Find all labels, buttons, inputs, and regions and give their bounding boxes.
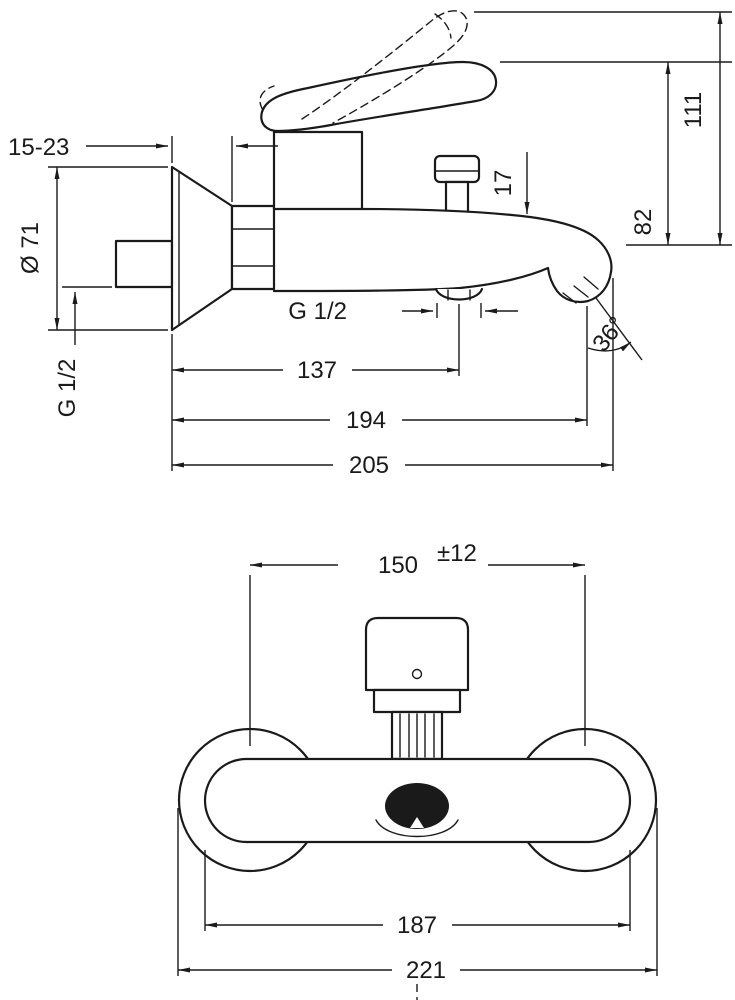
- faucet-front-outline: [177, 616, 658, 873]
- diverter-cap: [433, 154, 481, 184]
- hose-outlet-lines: [447, 289, 471, 301]
- dim-label-194: 194: [346, 407, 386, 434]
- union-nut-facets: [231, 228, 275, 267]
- dim-label-wall-depth: 15-23: [8, 134, 69, 161]
- dim-137: 137: [172, 304, 460, 384]
- side-view: 15-23 Ø 71 G 1/2 17: [8, 10, 732, 479]
- aerator-front: [385, 783, 449, 829]
- dim-label-wall-thread: G 1/2: [54, 359, 81, 418]
- spout-front-arc: [375, 819, 459, 838]
- faucet-side-outline: [114, 10, 613, 332]
- dim-label-height-open: 111: [680, 92, 707, 128]
- dim-wall-thread: G 1/2: [54, 286, 112, 418]
- dim-label-spout-drop: 17: [490, 170, 517, 197]
- handle-raised-tip-dashed: [434, 13, 452, 39]
- front-view-dimensions: 150 ±12 187 221: [177, 540, 658, 1000]
- handle-front-dashed: [259, 85, 275, 111]
- dim-187: 187: [204, 850, 631, 939]
- diverter-stem: [444, 180, 470, 214]
- union-nut: [230, 204, 276, 291]
- dim-205: 205: [172, 278, 614, 479]
- side-view-dimensions: 15-23 Ø 71 G 1/2 17: [8, 11, 732, 479]
- front-view: 150 ±12 187 221: [177, 540, 658, 1000]
- dim-label-height-closed: 82: [630, 209, 657, 236]
- dim-label-tolerance: ±12: [437, 540, 477, 567]
- dim-label-outlet-thread: G 1/2: [288, 298, 347, 325]
- aerator-notch: [410, 817, 424, 828]
- cartridge-flange: [372, 688, 462, 714]
- wall-pipe: [114, 239, 174, 289]
- dim-connection-distance: 150 ±12: [249, 540, 586, 746]
- dim-spray-angle: 36°: [587, 297, 643, 361]
- dim-194: 194: [172, 306, 588, 434]
- dim-221: 221: [177, 808, 658, 984]
- dim-wall-depth: 15-23: [8, 134, 278, 202]
- front-handle-block: [364, 616, 470, 692]
- handle-raised-dashed: [301, 10, 468, 124]
- mixer-body: [272, 130, 364, 211]
- dim-label-137: 137: [297, 357, 337, 384]
- dim-height-open: 111: [474, 11, 732, 245]
- hose-outlet: [434, 287, 484, 301]
- dim-label-187: 187: [397, 912, 437, 939]
- spout-outline: [272, 207, 613, 304]
- dim-label-221: 221: [406, 957, 446, 984]
- dim-escutcheon-diameter: Ø 71: [17, 166, 168, 331]
- dim-spout-drop: 17: [490, 152, 530, 214]
- dim-label-205: 205: [349, 452, 389, 479]
- dim-outlet-thread: G 1/2: [288, 298, 518, 325]
- dim-label-connection-distance: 150: [378, 552, 418, 579]
- cartridge-knurl-lines: [399, 713, 435, 758]
- escutcheon: [170, 165, 234, 332]
- dim-height-closed: 82: [500, 61, 732, 246]
- aerator-ridges: [562, 276, 599, 304]
- dim-label-escutcheon-diameter: Ø 71: [17, 222, 44, 274]
- handle-dot: [411, 668, 423, 680]
